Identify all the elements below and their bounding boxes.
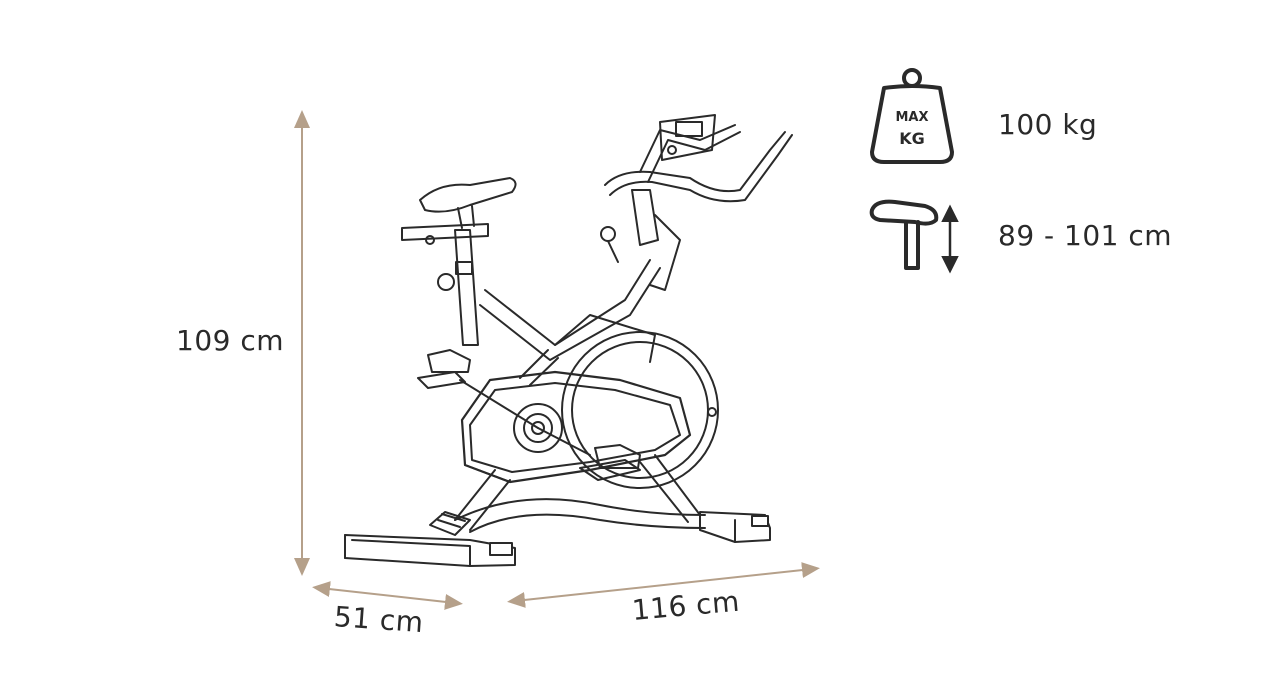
height-dimension-label: 109 cm bbox=[176, 324, 285, 357]
weight-icon: MAX KG bbox=[870, 68, 954, 164]
flywheel bbox=[561, 331, 719, 489]
console bbox=[659, 114, 716, 161]
handlebars bbox=[604, 131, 786, 193]
crank-hub bbox=[513, 403, 563, 453]
weight-icon-max-text: MAX bbox=[895, 110, 928, 125]
seat-height-label: 89 - 101 cm bbox=[998, 219, 1173, 252]
width-dimension-arrow bbox=[312, 581, 463, 610]
rear-pedal bbox=[417, 371, 466, 389]
saddle-icon bbox=[869, 199, 939, 270]
length-dimension-arrow bbox=[507, 562, 820, 608]
width-dimension-label: 51 cm bbox=[332, 600, 425, 640]
exercise-bike-illustration bbox=[344, 114, 793, 567]
max-weight-label: 100 kg bbox=[998, 108, 1098, 141]
handlebar-stem bbox=[631, 189, 659, 246]
base-frame bbox=[454, 498, 706, 521]
main-frame-tube bbox=[484, 259, 651, 346]
weight-icon-kg-text: KG bbox=[899, 129, 925, 148]
seat-post bbox=[454, 229, 479, 346]
front-pedal bbox=[579, 459, 641, 481]
saddle bbox=[419, 177, 517, 213]
